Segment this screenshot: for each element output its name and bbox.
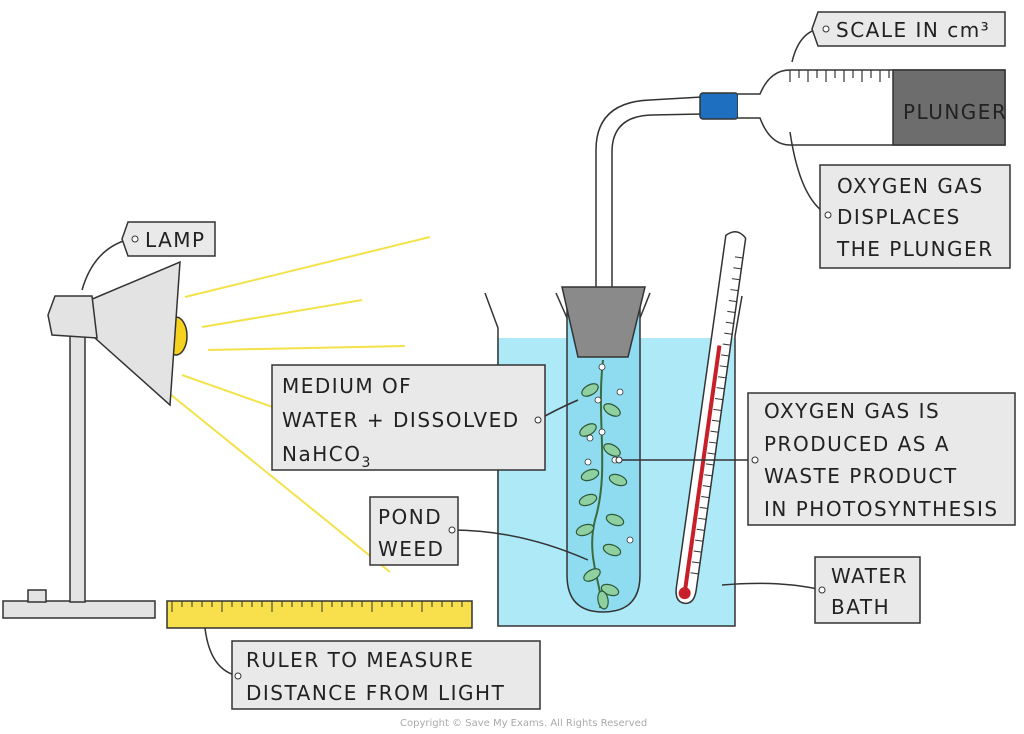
oxygen-bubble <box>594 396 602 404</box>
thermometer-tick <box>725 321 734 324</box>
thermometer-tick <box>734 256 743 259</box>
svg-text:OXYGEN GAS IS: OXYGEN GAS IS <box>764 399 940 423</box>
tube-connector <box>699 92 739 120</box>
thermometer-tick <box>698 517 707 520</box>
svg-text:DISPLACES: DISPLACES <box>837 205 961 229</box>
thermometer-tick <box>708 441 717 444</box>
oxygen-bubble <box>598 363 606 371</box>
svg-text:MEDIUM OF: MEDIUM OF <box>282 374 412 398</box>
svg-text:DISTANCE FROM LIGHT: DISTANCE FROM LIGHT <box>246 681 505 705</box>
thermometer-tick <box>731 278 740 281</box>
gas-syringe: PLUNGER <box>738 69 1007 146</box>
svg-text:RULER TO MEASURE: RULER TO MEASURE <box>246 648 474 672</box>
thermometer-tick <box>722 343 731 346</box>
svg-text:WATER + DISSOLVED: WATER + DISSOLVED <box>282 408 520 432</box>
thermometer-tick <box>716 387 725 390</box>
thermometer-tick <box>693 550 702 553</box>
thermometer-tick <box>711 419 720 422</box>
thermometer-tick <box>692 561 701 564</box>
leaf <box>603 403 621 417</box>
thermometer-tick <box>695 539 704 542</box>
pond-weed <box>591 359 604 609</box>
leaf <box>580 468 600 482</box>
label-oxygen-produced: OXYGEN GAS IS PRODUCED AS A WASTE PRODUC… <box>615 392 1016 526</box>
svg-text:POND: POND <box>378 505 442 529</box>
thermometer-tick <box>733 267 742 270</box>
svg-text:IN PHOTOSYNTHESIS: IN PHOTOSYNTHESIS <box>764 497 999 521</box>
leaf <box>579 423 597 437</box>
svg-text:WASTE PRODUCT: WASTE PRODUCT <box>764 464 958 488</box>
svg-text:WEED: WEED <box>378 537 444 561</box>
thermometer-tick <box>730 289 739 292</box>
oxygen-bubble <box>586 434 594 442</box>
plunger-label: PLUNGER <box>903 100 1007 124</box>
svg-text:SCALE IN cm³: SCALE IN cm³ <box>836 18 990 42</box>
svg-text:NaHCO3: NaHCO3 <box>282 442 372 471</box>
thermometer-tick <box>696 528 705 531</box>
ruler <box>166 600 473 629</box>
label-pond-weed: POND WEED <box>369 496 589 566</box>
rubber-bung <box>561 286 646 358</box>
thermometer-tick <box>721 354 730 357</box>
leaf <box>602 543 622 557</box>
svg-text:THE PLUNGER: THE PLUNGER <box>836 237 994 261</box>
label-scale: SCALE IN cm³ <box>791 11 1006 63</box>
label-oxygen-displaces-plunger: OXYGEN GAS DISPLACES THE PLUNGER <box>789 131 1011 269</box>
label-lamp: LAMP <box>81 221 216 291</box>
label-medium: MEDIUM OF WATER + DISSOLVED NaHCO3 <box>271 364 579 471</box>
label-water-bath: WATER BATH <box>721 556 921 624</box>
oxygen-bubble <box>626 536 634 544</box>
svg-text:LAMP: LAMP <box>145 228 206 252</box>
svg-text:BATH: BATH <box>831 595 890 619</box>
thermometer-tick <box>727 310 736 313</box>
delivery-tube <box>595 96 703 290</box>
thermometer-tick <box>719 365 728 368</box>
label-ruler: RULER TO MEASURE DISTANCE FROM LIGHT <box>204 627 541 710</box>
oxygen-bubble <box>598 428 606 436</box>
oxygen-bubble <box>616 388 624 396</box>
leaf <box>603 443 621 457</box>
lamp <box>2 260 188 619</box>
boiling-tube <box>555 292 651 613</box>
leaf <box>605 513 625 527</box>
leaf <box>575 523 595 537</box>
leaf <box>608 473 628 487</box>
oxygen-bubble <box>584 458 592 466</box>
thermometer-tick <box>699 506 708 510</box>
leaf <box>597 590 609 610</box>
leaf <box>581 383 599 397</box>
leaf <box>583 568 601 582</box>
copyright-text: Copyright © Save My Exams. All Rights Re… <box>400 718 647 729</box>
svg-text:OXYGEN GAS: OXYGEN GAS <box>837 174 984 198</box>
plunger <box>892 69 1006 146</box>
thermometer-tick <box>704 474 713 477</box>
thermometer-tick <box>710 430 719 433</box>
thermometer-tick <box>718 376 727 379</box>
thermometer-tick <box>724 332 733 335</box>
thermometer-tick <box>702 485 711 488</box>
thermometer-tick <box>714 397 724 401</box>
thermometer <box>675 231 747 605</box>
thermometer-tick <box>713 408 722 411</box>
svg-text:WATER: WATER <box>831 564 908 588</box>
svg-text:PRODUCED AS A: PRODUCED AS A <box>764 432 950 456</box>
thermometer-tick <box>728 299 737 303</box>
thermometer-tick <box>701 496 710 499</box>
thermometer-tick <box>705 463 714 466</box>
thermometer-tick <box>707 452 716 455</box>
leaf <box>578 493 598 507</box>
thermometer-tick <box>690 572 699 575</box>
